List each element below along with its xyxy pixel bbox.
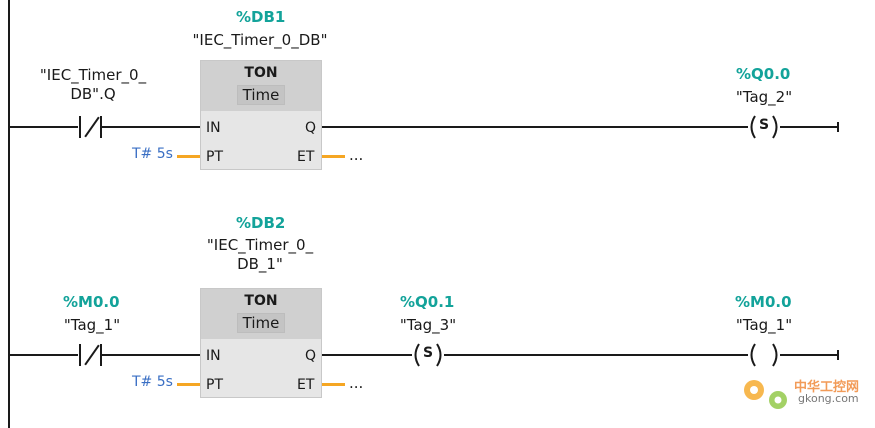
rung-2-db-address: %DB2 xyxy=(236,214,286,232)
rung-2-et-value[interactable]: ... xyxy=(349,374,364,392)
rung-1-pt-value[interactable]: T# 5s xyxy=(132,146,173,162)
rung-2-coil2-address: %M0.0 xyxy=(735,293,792,311)
rung-2-pin-et: ET xyxy=(297,377,315,393)
rung-2-et-stub xyxy=(322,383,345,386)
gear-icon xyxy=(744,380,787,409)
rung-1-set-coil[interactable]: S xyxy=(747,114,781,140)
rung-2-block-type[interactable]: Time xyxy=(237,313,285,333)
rung-2-wire-coil1-to-coil2 xyxy=(444,354,748,356)
rung-1-pin-pt: PT xyxy=(206,149,223,165)
rung-2-db-name: "IEC_Timer_0_ DB_1" xyxy=(206,236,314,273)
rung-1-coil-address: %Q0.0 xyxy=(736,65,791,83)
rung-1-db-address: %DB1 xyxy=(236,8,286,26)
rung-2-wire-contact-to-block xyxy=(102,354,200,356)
rung-1-pt-stub xyxy=(177,155,200,158)
rung-2-right-end xyxy=(837,350,839,360)
rung-2-wire-q-to-coil1 xyxy=(322,354,412,356)
rung-1-right-end xyxy=(837,122,839,132)
rung-1-db-name: "IEC_Timer_0_DB" xyxy=(192,31,328,49)
rung-1-block-name: TON xyxy=(244,65,278,81)
rung-2-coil1-address: %Q0.1 xyxy=(400,293,455,311)
gkong-watermark-logo: 中华工控网 gkong.com xyxy=(738,374,868,414)
rung-1-block-type[interactable]: Time xyxy=(237,85,285,105)
rung-2-block-name: TON xyxy=(244,293,278,309)
rung-1-ton-block[interactable]: TON Time IN PT Q ET xyxy=(200,60,322,170)
rung-1-pin-et: ET xyxy=(297,149,315,165)
rung-1-pin-q: Q xyxy=(305,120,317,136)
rung-2-pt-stub xyxy=(177,383,200,386)
rung-2-pin-q: Q xyxy=(305,348,317,364)
rung-2-contact-address: %M0.0 xyxy=(63,293,120,311)
rung-2-nc-contact[interactable] xyxy=(79,344,102,366)
rung-2-coil1-type: S xyxy=(422,345,434,361)
rung-2-output-coil[interactable] xyxy=(747,342,781,368)
rung-2-pt-value[interactable]: T# 5s xyxy=(132,374,173,390)
watermark-text-cn: 中华工控网 xyxy=(794,380,860,395)
rung-2-coil1-name: "Tag_3" xyxy=(399,316,457,334)
rung-1-wire-left xyxy=(9,126,78,128)
left-power-rail xyxy=(8,0,10,428)
rung-2-coil2-name: "Tag_1" xyxy=(735,316,793,334)
rung-1-coil-type: S xyxy=(758,117,770,133)
rung-1-et-value[interactable]: ... xyxy=(349,146,364,164)
rung-2-contact-name: "Tag_1" xyxy=(63,316,121,334)
rung-1-pin-in: IN xyxy=(206,120,221,136)
rung-1-nc-contact[interactable] xyxy=(79,116,102,138)
rung-2-wire-coil2-right xyxy=(780,354,837,356)
rung-1-contact-label: "IEC_Timer_0_ DB".Q xyxy=(39,66,147,103)
watermark-text-url: gkong.com xyxy=(798,392,859,405)
rung-2-pin-in: IN xyxy=(206,348,221,364)
rung-2-pin-pt: PT xyxy=(206,377,223,393)
rung-1-wire-coil-right xyxy=(780,126,837,128)
rung-1-wire-contact-to-block xyxy=(102,126,200,128)
rung-2-ton-block[interactable]: TON Time IN PT Q ET xyxy=(200,288,322,398)
rung-2-wire-left xyxy=(9,354,78,356)
rung-1-et-stub xyxy=(322,155,345,158)
rung-1-wire-q-to-coil xyxy=(322,126,748,128)
rung-1-coil-name: "Tag_2" xyxy=(735,88,793,106)
rung-2-set-coil[interactable]: S xyxy=(411,342,445,368)
